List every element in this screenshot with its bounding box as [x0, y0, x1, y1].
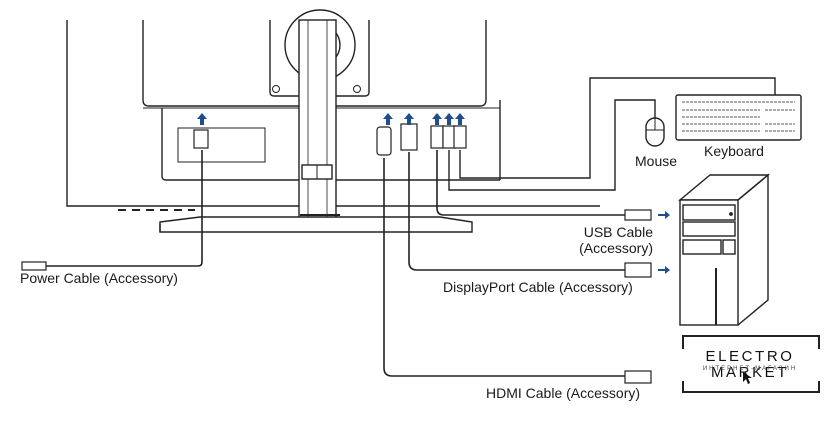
usb-cable-label-line2: (Accessory): [579, 240, 653, 256]
arrow-up-icon: [444, 113, 454, 125]
arrow-up-icon: [432, 113, 442, 125]
power-cable-label: Power Cable (Accessory): [20, 270, 178, 286]
mouse-label: Mouse: [635, 153, 678, 169]
watermark-logo: ELECTRO MARKET ИНТЕРНЕТ-МАГАЗИН: [664, 335, 836, 393]
keyboard-label: Keyboard: [704, 143, 764, 159]
hdmi-cable: [376, 126, 652, 384]
watermark-title: ELECTRO MARKET: [664, 349, 836, 381]
keyboard-device: [675, 94, 802, 141]
displayport-cable-label: DisplayPort Cable (Accessory): [443, 279, 633, 295]
mouse-device: [645, 117, 665, 147]
keyboard-cable: [453, 77, 776, 179]
arrow-up-icon: [455, 113, 465, 125]
watermark-subtitle: ИНТЕРНЕТ-МАГАЗИН: [702, 366, 798, 372]
arrow-up-icon: [197, 113, 207, 125]
cursor-icon: [743, 372, 752, 384]
displayport-cable: [400, 123, 652, 278]
computer-tower: [678, 173, 770, 326]
arrow-right-icon: [658, 211, 670, 219]
power-cable: [21, 129, 209, 271]
monitor-rear: [66, 9, 600, 211]
arrow-up-icon: [404, 113, 414, 125]
hdmi-cable-label: HDMI Cable (Accessory): [486, 385, 641, 401]
arrow-up-icon: [383, 113, 393, 125]
arrow-group: [197, 113, 670, 274]
usb-cable-label: USB Cable (Accessory): [540, 224, 653, 256]
stand: [159, 19, 473, 233]
usb-cable-label-line1: USB Cable: [583, 224, 653, 240]
arrow-right-icon: [658, 266, 670, 274]
mouse-cable: [442, 99, 656, 191]
